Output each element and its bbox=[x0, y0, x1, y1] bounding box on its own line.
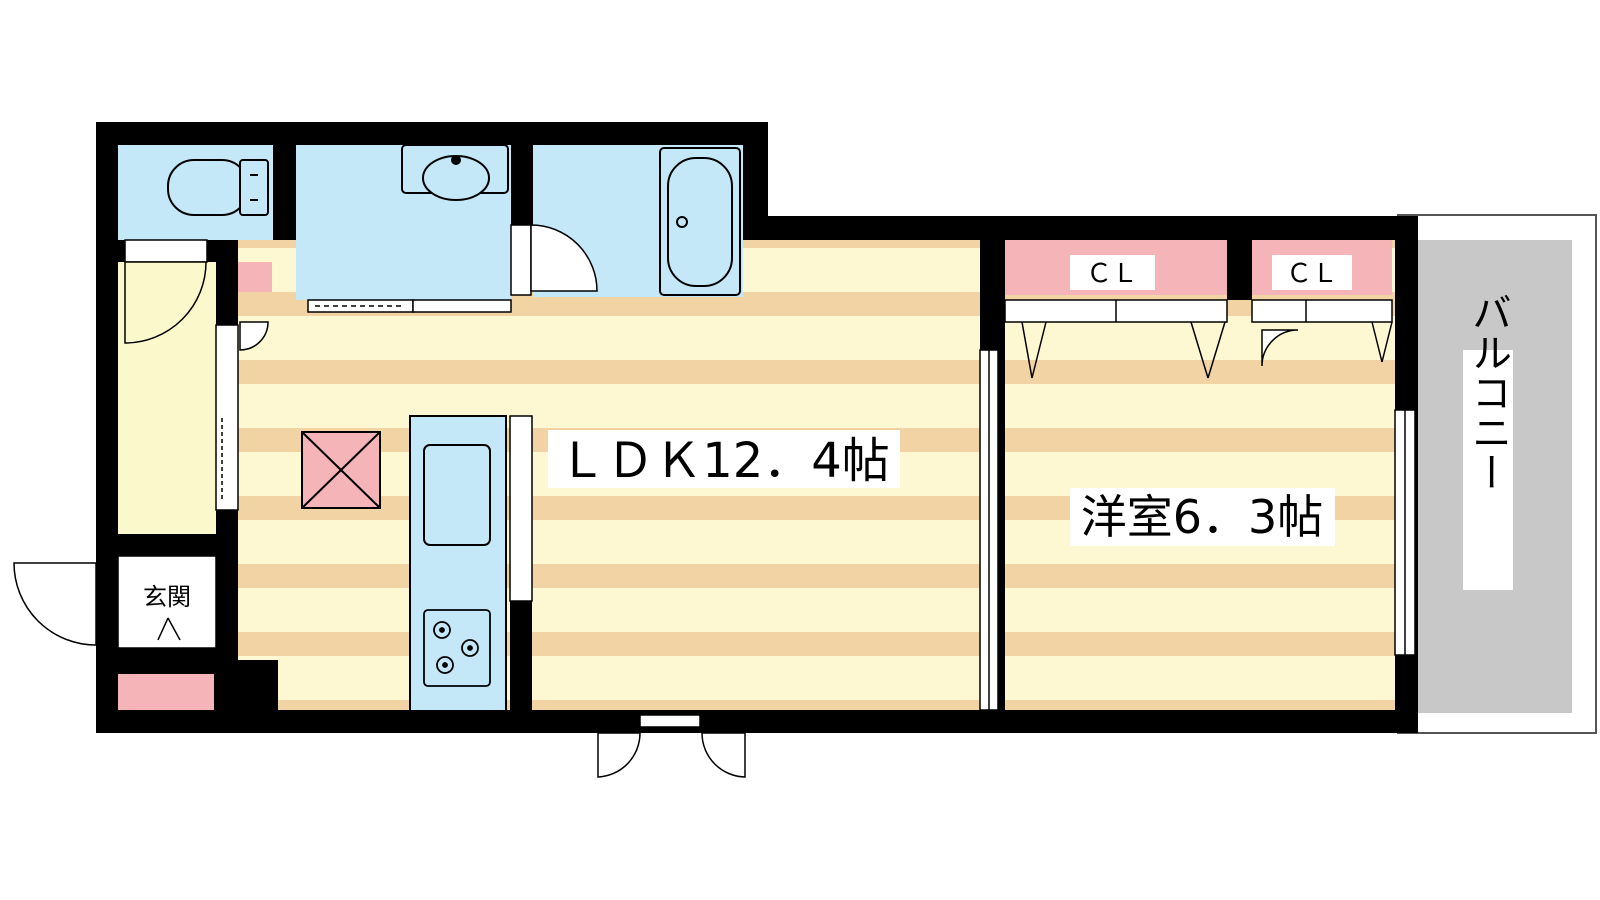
closet-2-label: ＣＬ bbox=[1286, 259, 1338, 289]
toilet-icon bbox=[167, 159, 269, 216]
bathroom bbox=[510, 145, 743, 297]
balcony-label: バルコニー bbox=[1465, 292, 1511, 492]
entrance bbox=[117, 262, 272, 710]
closet-1-label: ＣＬ bbox=[1086, 259, 1138, 289]
washroom bbox=[296, 144, 512, 313]
kitchen bbox=[409, 415, 533, 712]
balcony-window bbox=[1394, 409, 1416, 656]
washbasin-icon bbox=[401, 144, 509, 201]
shoe-cabinet bbox=[118, 674, 214, 710]
toilet-room bbox=[118, 145, 273, 240]
front-door bbox=[13, 562, 97, 646]
ldk-label: ＬＤＫ12．4帖 bbox=[558, 433, 890, 489]
ventilation-icon bbox=[301, 431, 381, 509]
entrance-label: 玄関 bbox=[143, 583, 191, 611]
stove-icon bbox=[423, 609, 491, 687]
ldk-bottom-door bbox=[597, 714, 746, 778]
balcony bbox=[1397, 214, 1597, 734]
bathtub-icon bbox=[659, 147, 741, 296]
western-room-label: 洋室6．3帖 bbox=[1081, 490, 1324, 544]
partition-door bbox=[979, 349, 999, 711]
sink-icon bbox=[423, 444, 491, 546]
